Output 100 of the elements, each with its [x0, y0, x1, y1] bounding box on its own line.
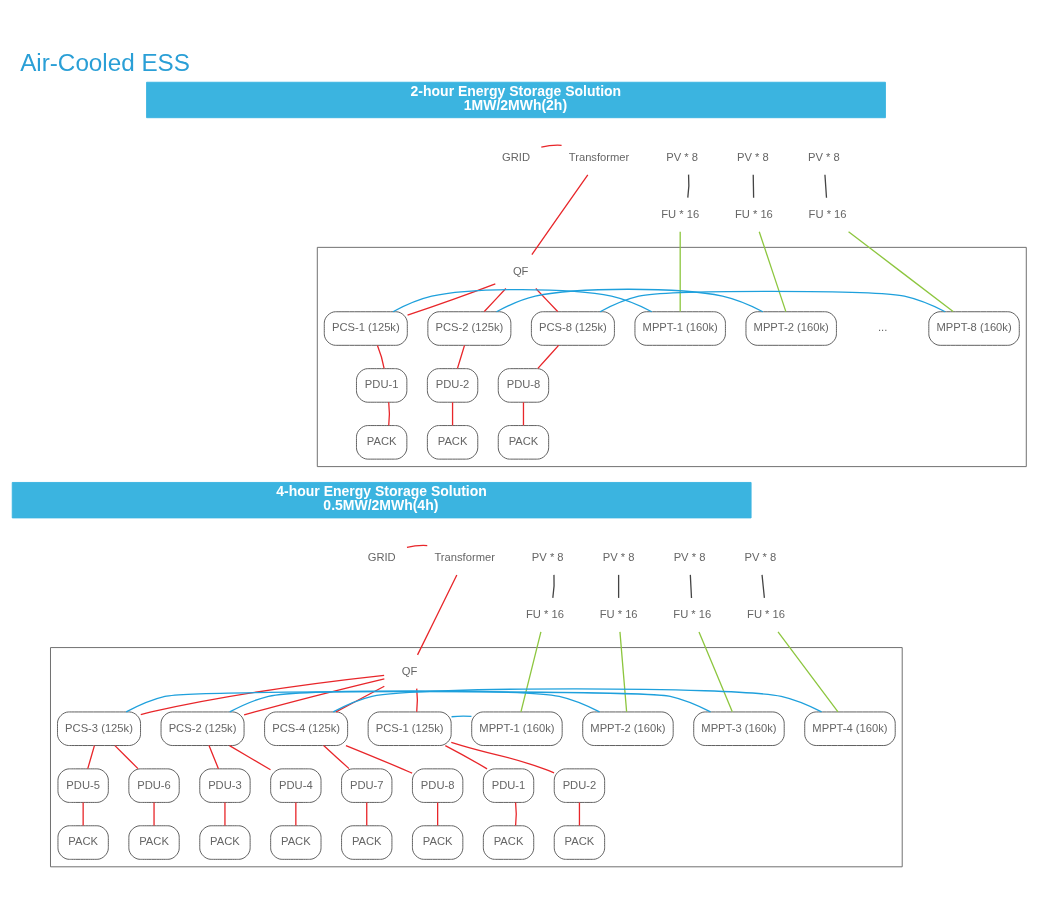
node-text: GRID [367, 550, 396, 563]
connector [535, 287, 559, 313]
node-box: PDU-3 [199, 768, 251, 803]
node-box: MPPT-8 (160k) [928, 311, 1020, 346]
connector [451, 401, 454, 426]
connector [332, 688, 823, 713]
node-box: PACK [57, 825, 109, 860]
connector [698, 631, 733, 713]
diagram-title: Air-Cooled ESS [20, 48, 190, 76]
connector [619, 631, 628, 713]
connector [345, 744, 413, 774]
connector [114, 744, 139, 770]
connector [392, 288, 653, 313]
cluster [50, 647, 903, 868]
node-box: PACK [482, 825, 535, 860]
connector [406, 283, 496, 316]
node-box: PDU-4 [270, 768, 322, 803]
node-box: PDU-1 [356, 368, 408, 403]
connector [847, 231, 954, 313]
node-box: MPPT-1 (160k) [471, 711, 563, 746]
connector [450, 715, 473, 718]
node-box: PACK [553, 825, 606, 860]
node-box: 4-hour Energy Storage Solution 0.5MW/2MWh(4h) [11, 482, 752, 519]
connector [758, 231, 787, 313]
connector [761, 574, 766, 599]
node-text: FU * 16 [734, 207, 773, 220]
connector [578, 801, 581, 827]
connector [82, 801, 84, 827]
connector [416, 574, 458, 656]
connector [514, 801, 517, 827]
node-text: GRID [502, 150, 530, 163]
node-text: PV * 8 [744, 550, 777, 563]
label: ... [877, 321, 888, 334]
node-text: FU * 16 [808, 207, 847, 220]
node-box: PACK [199, 825, 251, 860]
node-box: PCS-3 (125k) [57, 711, 141, 746]
connector [376, 344, 385, 370]
connector [444, 744, 488, 770]
node-box: PACK [412, 825, 464, 860]
node-text: PV * 8 [602, 550, 635, 563]
connector [483, 287, 507, 313]
node-box: PCS-2 (125k) [160, 711, 245, 746]
node-text: QF [401, 664, 418, 677]
node-text: QF [512, 264, 529, 277]
connector [599, 290, 946, 313]
node-text: FU * 16 [673, 607, 712, 620]
node-box: PACK [128, 825, 180, 860]
node-text: PV * 8 [808, 150, 840, 163]
connector [456, 344, 466, 370]
node-box: PDU-5 [57, 768, 109, 803]
connector [125, 691, 712, 713]
connector [243, 678, 385, 716]
connector [752, 174, 755, 199]
connector [140, 674, 385, 716]
node-box: PACK [356, 425, 408, 460]
connector [522, 401, 525, 426]
node-box: MPPT-3 (160k) [693, 711, 785, 746]
node-box: PACK [341, 825, 393, 860]
connector [229, 690, 601, 713]
connector [520, 631, 542, 713]
connector [617, 574, 620, 599]
node-text: Transformer [568, 150, 630, 163]
connector [153, 801, 155, 827]
connector [495, 288, 764, 313]
node-box: PACK [270, 825, 322, 860]
node-text: FU * 16 [599, 607, 638, 620]
node-text: FU * 16 [525, 607, 564, 620]
node-box: 2-hour Energy Storage Solution 1MW/2MWh(2h) [146, 81, 886, 119]
node-box: PCS-2 (125k) [427, 311, 512, 346]
node-box: PACK [426, 425, 479, 460]
node-box: MPPT-4 (160k) [804, 711, 896, 746]
node-box: PDU-2 [553, 768, 606, 803]
connector [824, 174, 828, 199]
connector [406, 544, 428, 548]
node-box: PDU-2 [426, 368, 479, 403]
node-box: MPPT-1 (160k) [634, 311, 726, 346]
connector [416, 688, 418, 713]
node-box: MPPT-2 (160k) [582, 711, 674, 746]
connector [777, 631, 839, 713]
node-text: FU * 16 [661, 207, 700, 220]
node-text: FU * 16 [747, 607, 785, 620]
node-box: PDU-7 [341, 768, 393, 803]
connector [208, 744, 220, 770]
connector [224, 801, 226, 827]
connector [228, 744, 272, 771]
connector [540, 144, 563, 148]
node-box: PDU-8 [497, 368, 550, 403]
node-text: Transformer [434, 550, 495, 563]
connector [552, 574, 555, 599]
node-box: PCS-1 (125k) [323, 311, 408, 346]
connector [437, 801, 439, 827]
connector [531, 174, 589, 256]
connector [323, 744, 350, 770]
node-box: PCS-8 (125k) [530, 311, 615, 346]
connector [388, 401, 390, 426]
node-text: PV * 8 [666, 150, 698, 163]
connector [366, 801, 368, 827]
connector [335, 685, 385, 713]
connector [450, 741, 555, 774]
node-text: PV * 8 [531, 550, 564, 563]
